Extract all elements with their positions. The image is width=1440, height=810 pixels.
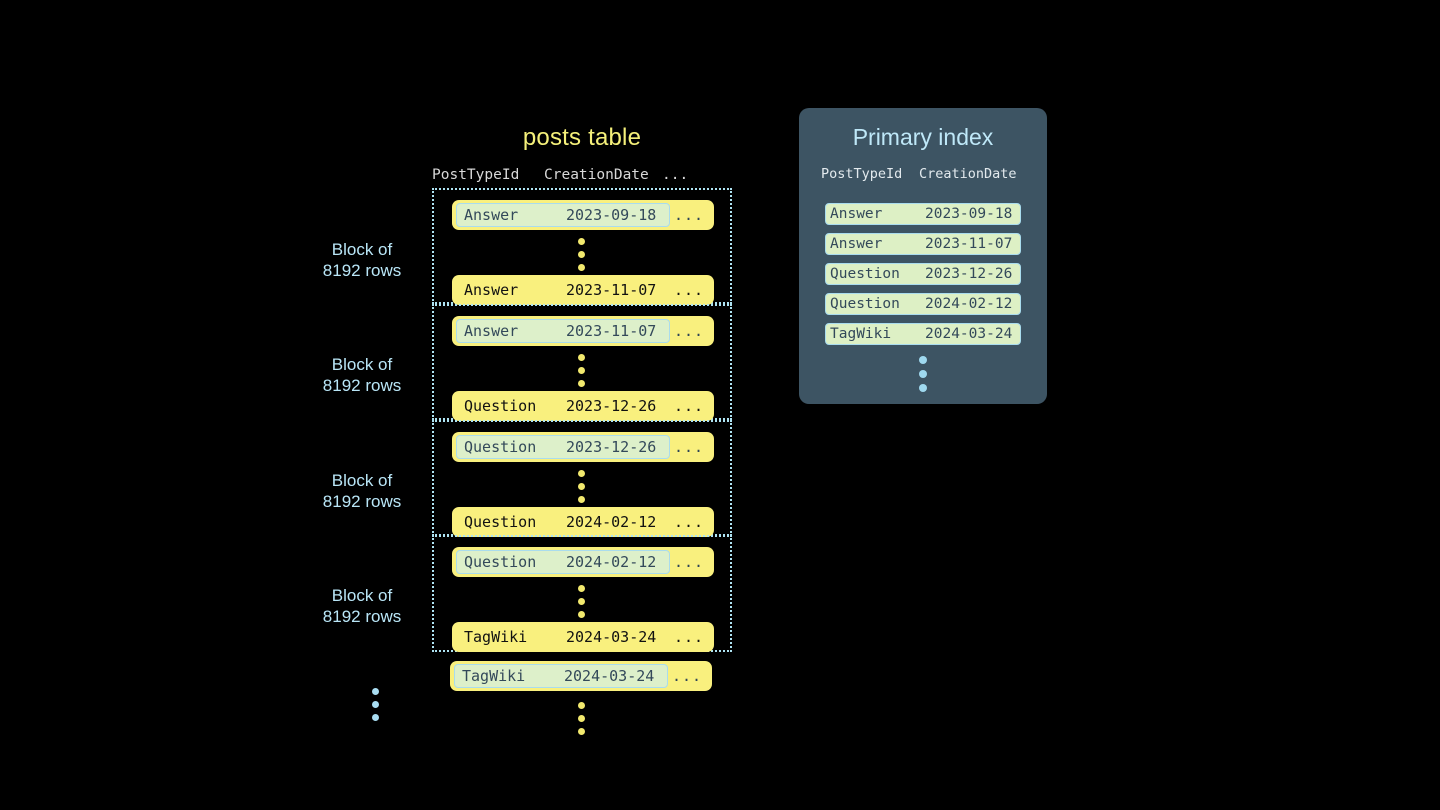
cell-more: ... (673, 206, 705, 224)
cell-posttypeid: Answer (464, 206, 519, 224)
row-cells: Question 2023-12-26 (456, 394, 670, 418)
block-label-1: Block of 8192 rows (300, 239, 424, 281)
cell-creationdate: 2024-02-12 (566, 513, 657, 531)
cell-creationdate: 2023-09-18 (566, 206, 657, 224)
column-header-posttypeid: PostTypeId (432, 167, 520, 183)
block-label-2-line2: 8192 rows (322, 376, 402, 395)
cell-posttypeid: Question (464, 438, 537, 456)
cell-creationdate: 2023-12-26 (566, 397, 657, 415)
row-cells: Answer 2023-09-18 (456, 203, 670, 227)
cell-more: ... (671, 667, 703, 685)
block-label-4-line2: 8192 rows (322, 607, 402, 626)
primary-index-column-headers: PostTypeId CreationDate (821, 166, 1031, 182)
block-label-3: Block of 8192 rows (300, 470, 424, 512)
block-label-3-line2: 8192 rows (322, 492, 402, 511)
table-row[interactable]: Answer 2023-11-07 ... (452, 275, 714, 305)
vertical-dots-icon (578, 354, 585, 387)
primary-index-rows: Answer 2023-09-18 Answer 2023-11-07 Ques… (825, 203, 1021, 353)
block-label-4: Block of 8192 rows (300, 585, 424, 627)
posts-table-title: posts table (522, 124, 642, 151)
block-label-3-line1: Block of (331, 471, 393, 490)
row-cells: Answer 2023-11-07 (456, 278, 670, 302)
block-label-4-line1: Block of (331, 586, 393, 605)
index-cell-creationdate: 2023-09-18 (925, 206, 1013, 222)
index-continues-dots-icon (799, 356, 1047, 392)
block-4: Question 2024-02-12 ... TagWiki 2024-03-… (432, 535, 732, 652)
index-cell-creationdate: 2023-12-26 (925, 266, 1013, 282)
index-row[interactable]: Question 2024-02-12 (825, 293, 1021, 315)
cell-more: ... (673, 628, 705, 646)
cell-creationdate: 2023-12-26 (566, 438, 657, 456)
block-label-2: Block of 8192 rows (300, 354, 424, 396)
index-cell-creationdate: 2023-11-07 (925, 236, 1013, 252)
blocks-continue-dots-icon (372, 688, 379, 721)
cell-creationdate: 2023-11-07 (566, 281, 657, 299)
index-cell-posttypeid: Question (830, 266, 900, 282)
row-cells: Question 2024-02-12 (456, 550, 670, 574)
vertical-dots-icon (578, 238, 585, 271)
column-header-more: ... (662, 167, 689, 183)
index-row[interactable]: TagWiki 2024-03-24 (825, 323, 1021, 345)
cell-creationdate: 2023-11-07 (566, 322, 657, 340)
index-row[interactable]: Question 2023-12-26 (825, 263, 1021, 285)
table-row[interactable]: Answer 2023-09-18 ... (452, 200, 714, 230)
cell-more: ... (673, 397, 705, 415)
cell-more: ... (673, 322, 705, 340)
block-label-1-line2: 8192 rows (322, 261, 402, 280)
row-cells: Answer 2023-11-07 (456, 319, 670, 343)
block-3: Question 2023-12-26 ... Question 2024-02… (432, 420, 732, 537)
cell-creationdate: 2024-03-24 (564, 667, 655, 685)
index-cell-creationdate: 2024-03-24 (925, 326, 1013, 342)
index-row[interactable]: Answer 2023-11-07 (825, 233, 1021, 255)
cell-more: ... (673, 438, 705, 456)
cell-posttypeid: TagWiki (462, 667, 526, 685)
cell-posttypeid: Answer (464, 322, 519, 340)
cell-more: ... (673, 281, 705, 299)
cell-creationdate: 2024-02-12 (566, 553, 657, 571)
block-1: Answer 2023-09-18 ... Answer 2023-11-07 … (432, 188, 732, 305)
table-row[interactable]: Question 2024-02-12 ... (452, 507, 714, 537)
table-row[interactable]: Question 2023-12-26 ... (452, 391, 714, 421)
table-row-trailing[interactable]: TagWiki 2024-03-24 ... (450, 661, 712, 691)
cell-creationdate: 2024-03-24 (566, 628, 657, 646)
table-row[interactable]: Question 2024-02-12 ... (452, 547, 714, 577)
cell-posttypeid: Answer (464, 281, 519, 299)
posts-table-group: posts table PostTypeId CreationDate ... … (300, 110, 770, 750)
index-cell-posttypeid: Answer (830, 236, 883, 252)
cell-posttypeid: Question (464, 513, 537, 531)
index-cell-posttypeid: TagWiki (830, 326, 892, 342)
block-label-2-line1: Block of (331, 355, 393, 374)
table-row[interactable]: TagWiki 2024-03-24 ... (452, 622, 714, 652)
block-label-1-line1: Block of (331, 240, 393, 259)
cell-more: ... (673, 513, 705, 531)
row-cells: TagWiki 2024-03-24 (454, 664, 668, 688)
cell-posttypeid: Question (464, 553, 537, 571)
cell-more: ... (673, 553, 705, 571)
cell-posttypeid: TagWiki (464, 628, 528, 646)
block-2: Answer 2023-11-07 ... Question 2023-12-2… (432, 304, 732, 421)
index-cell-posttypeid: Question (830, 296, 900, 312)
index-column-header-posttypeid: PostTypeId (821, 166, 903, 182)
row-cells: TagWiki 2024-03-24 (456, 625, 670, 649)
row-cells: Question 2023-12-26 (456, 435, 670, 459)
vertical-dots-icon (578, 585, 585, 618)
cell-posttypeid: Question (464, 397, 537, 415)
index-cell-creationdate: 2024-02-12 (925, 296, 1013, 312)
table-row[interactable]: Answer 2023-11-07 ... (452, 316, 714, 346)
column-header-creationdate: CreationDate (544, 167, 649, 183)
row-cells: Question 2024-02-12 (456, 510, 670, 534)
index-column-header-creationdate: CreationDate (919, 166, 1017, 182)
table-continues-dots-icon (578, 702, 585, 735)
posts-table-column-headers: PostTypeId CreationDate ... (432, 167, 732, 183)
primary-index-title: Primary index (852, 124, 994, 150)
index-cell-posttypeid: Answer (830, 206, 883, 222)
primary-index-panel: Primary index PostTypeId CreationDate An… (799, 108, 1047, 404)
table-row[interactable]: Question 2023-12-26 ... (452, 432, 714, 462)
vertical-dots-icon (578, 470, 585, 503)
index-row[interactable]: Answer 2023-09-18 (825, 203, 1021, 225)
